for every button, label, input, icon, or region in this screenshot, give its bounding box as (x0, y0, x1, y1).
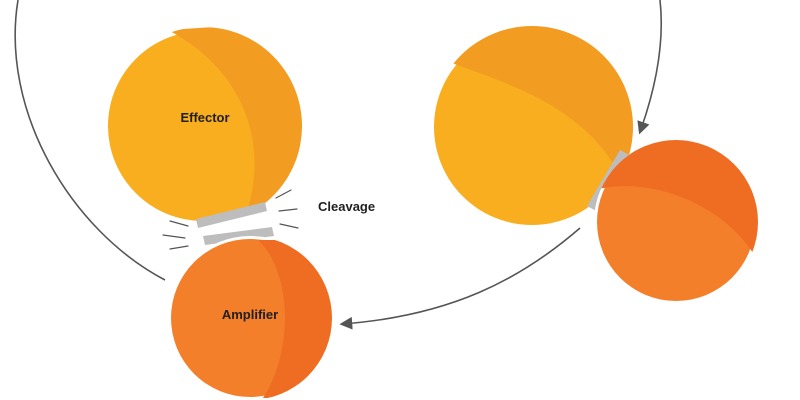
cleavage-fragment-bottom (203, 227, 274, 245)
top-right-arrow (637, 0, 663, 135)
effector-label: Effector (180, 110, 229, 125)
right-orange-sphere (431, 26, 633, 228)
cleavage-burst-lines (162, 189, 299, 250)
cleavage-fragment-top (196, 202, 267, 228)
cleavage-label: Cleavage (318, 199, 375, 214)
amplifier-sphere: Amplifier (168, 236, 332, 400)
right-red-sphere (594, 140, 758, 304)
top-left-arc (14, 0, 166, 281)
bottom-return-arrow (339, 227, 581, 330)
effector-sphere: Effector (104, 27, 302, 225)
amplifier-label: Amplifier (222, 307, 278, 322)
